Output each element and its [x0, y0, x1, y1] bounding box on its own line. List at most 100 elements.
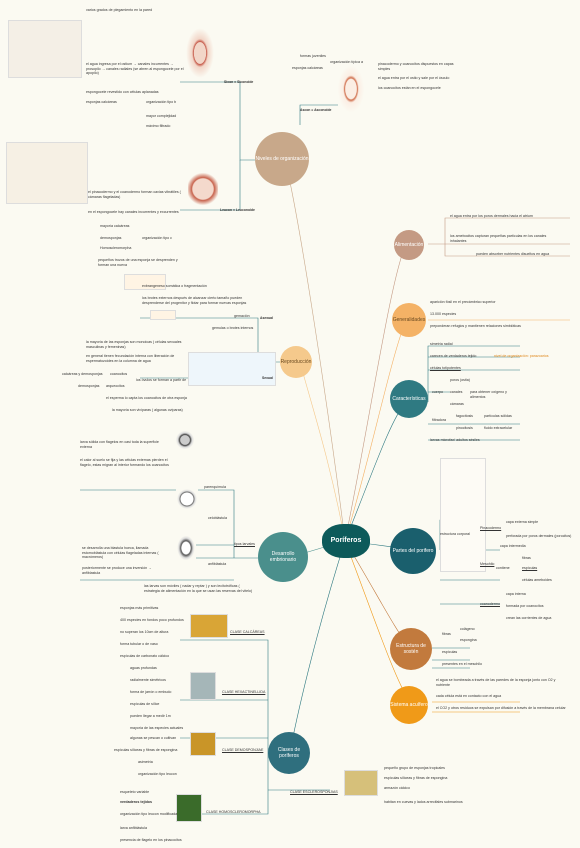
k13: larvas microfax/ adultos sésiles — [430, 438, 480, 442]
o5: presencia de flagelo en los pinacocitos — [120, 838, 182, 842]
anfiblastula-label: anfiblástula — [208, 562, 227, 566]
le-f: demosponjas — [100, 236, 122, 240]
k5: canales — [450, 390, 463, 394]
r9: coanocitos — [110, 372, 128, 376]
le-e: mayoría calcáreas — [100, 224, 130, 228]
e3: armazón cálcico — [384, 786, 410, 790]
m3: espículas silíceas y fibras de espongina — [114, 748, 178, 752]
k6: para obtener oxígeno y alimentos — [470, 390, 507, 399]
reproduction-cycle-image — [188, 352, 276, 386]
k14: filtradora — [432, 418, 446, 422]
d4: posteriormente se produce una inversión … — [82, 566, 152, 575]
k10: partículas sólidas — [484, 414, 512, 418]
tipo-larvas-label: tipos larvales — [234, 542, 255, 546]
anfiblastula-image — [176, 534, 196, 562]
as-b: esponjas calcáreas — [292, 66, 323, 70]
hub-caracteristicas[interactable]: Características — [390, 380, 428, 418]
c2: 400 especies en fondos poco profundos — [120, 618, 184, 622]
c3: no superan los 10cm de altura — [120, 630, 169, 634]
sy-e: organización tipo b — [146, 100, 177, 104]
r8: calcáreas y demosponjas — [62, 372, 103, 376]
s4: presentes en el mesohilo — [442, 662, 482, 666]
r14: la mayoría son vivíparas ( algunas ovípa… — [112, 408, 183, 412]
k4: poros (ostia) — [450, 378, 470, 382]
hub-niveles[interactable]: Niveles de organización — [255, 132, 309, 186]
m1: mayoría de las especies actuales — [130, 726, 184, 730]
r12: los óvulos se forman a partir de — [136, 378, 187, 382]
syconoid-label: Sicon = Siconoide — [224, 80, 254, 84]
as-f: los coanocitos están en el espongocele — [378, 86, 441, 90]
d1: larva sólida con flagelos en casi toda l… — [80, 440, 159, 449]
hub-alimentacion[interactable]: Alimentación — [394, 230, 424, 260]
e1: pequeño grupo de esponjas tropicales — [384, 766, 445, 770]
class-hexactinellida[interactable]: CLASE HEXACTINELLIDA — [222, 690, 266, 694]
le-h: Homoscleromorpha — [100, 246, 132, 250]
r7: en general tienen fecundación interna co… — [86, 354, 175, 363]
class-homoscleromorpha[interactable]: CLASE HOMOSCLEROMORPHA — [206, 810, 261, 814]
r5: gemulas o brotes internos — [212, 326, 254, 330]
a2: los amebocitos capturan pequeñas partícu… — [450, 234, 547, 243]
a1: el agua entra por los poros dermales hac… — [450, 214, 533, 218]
class-calcareas[interactable]: CLASE CALCÁREAS — [230, 630, 265, 634]
parenquimula-label: parenquímula — [204, 485, 226, 489]
p4: fibras — [522, 556, 531, 560]
hub-reproduccion[interactable]: Reproducción — [280, 346, 312, 378]
calcareas-photo — [190, 614, 228, 638]
hub-desarrollo[interactable]: Desarrollo embrionario — [258, 532, 308, 582]
r10: demosponjas — [78, 384, 100, 388]
o1: esqueleto variable — [120, 790, 150, 794]
p1: capa externa simple — [506, 520, 539, 524]
le-d: en el espongocele hay canales incurrente… — [88, 210, 179, 214]
h1: aguas profundas — [130, 666, 157, 670]
hub-estructura[interactable]: Estructura de sostén — [390, 628, 432, 670]
syconoid-diagram-image — [8, 20, 82, 78]
p6: células ameboides — [522, 578, 552, 582]
homoscleromorpha-photo — [176, 794, 202, 822]
gemmule-image — [124, 274, 166, 290]
budding-image — [150, 310, 176, 320]
hub-partes[interactable]: Partes del porifero — [390, 528, 436, 574]
w1: el agua se bombeada a través de las pare… — [436, 678, 556, 687]
s-fibras: fibras — [442, 632, 451, 636]
hub-clases[interactable]: Clases de poríferos — [268, 732, 310, 774]
g1: aparición fósil en el precámbrico superi… — [430, 300, 496, 304]
as-d: pinacodermo y coanocitos dispuestos en c… — [378, 62, 454, 71]
sy-a: varios grados de plegamiento en la pared — [86, 8, 153, 12]
w2: cada célula está en contacto con el agua — [436, 694, 502, 698]
syconoid-sketch-image — [186, 28, 214, 78]
hub-generalidades[interactable]: Generalidades — [392, 303, 426, 337]
celoblastula-label: celoblástula — [208, 516, 227, 520]
k12: fluido extracelular — [484, 426, 513, 430]
sy-c: espongocele revestido con células aplana… — [86, 90, 159, 94]
hub-sistema[interactable]: Sistema acuífero — [390, 686, 428, 724]
p8: capa interna — [506, 592, 526, 596]
le-a: mayor complejidad — [146, 114, 177, 118]
class-demospongiae[interactable]: CLASE DEMOSPONJIAE — [222, 748, 264, 752]
parenquimula-image — [174, 430, 196, 450]
m2: algunas se pescan o cultivan — [130, 736, 177, 740]
k9: fagocitosis — [456, 414, 473, 418]
p-estructura: estructura corporal — [440, 532, 470, 536]
m4: asimetría — [138, 760, 153, 764]
leuconoid-sketch-image — [188, 172, 218, 206]
m5: organización tipo leucon — [138, 772, 177, 776]
k1: simetría radial — [430, 342, 453, 346]
k3: células totipotentes — [430, 366, 461, 370]
p2: perforada por poros dermales (porocitos) — [506, 534, 572, 538]
sy-d: esponjas calcáreas — [86, 100, 117, 104]
d2: el calor al suelo se fija y las células … — [80, 458, 169, 467]
k2b: nivel de organización: parazoarios — [494, 354, 549, 358]
p5: espículas — [522, 566, 538, 570]
class-esclerospongias[interactable]: CLASE ESCLEROSPONJIAS — [290, 790, 338, 794]
k8: cuerpo — [432, 390, 443, 394]
e4: habitan en cuevas y lados arrecifales su… — [384, 800, 463, 804]
stomoblastula-image — [18, 536, 76, 556]
central-topic[interactable]: Poríferos — [322, 524, 370, 558]
k11: pinocitosis — [456, 426, 473, 430]
pinacodermo-label: Pinacodermo — [480, 526, 502, 530]
sy-b: el agua ingresa por el ostium → canales … — [86, 62, 184, 76]
r3: los brotes externos después de alcanzar … — [142, 296, 247, 305]
g3: preponderan refugios y mantienen relacio… — [430, 324, 521, 328]
as-e: el agua entra por el ostio y sale por el… — [378, 76, 450, 80]
